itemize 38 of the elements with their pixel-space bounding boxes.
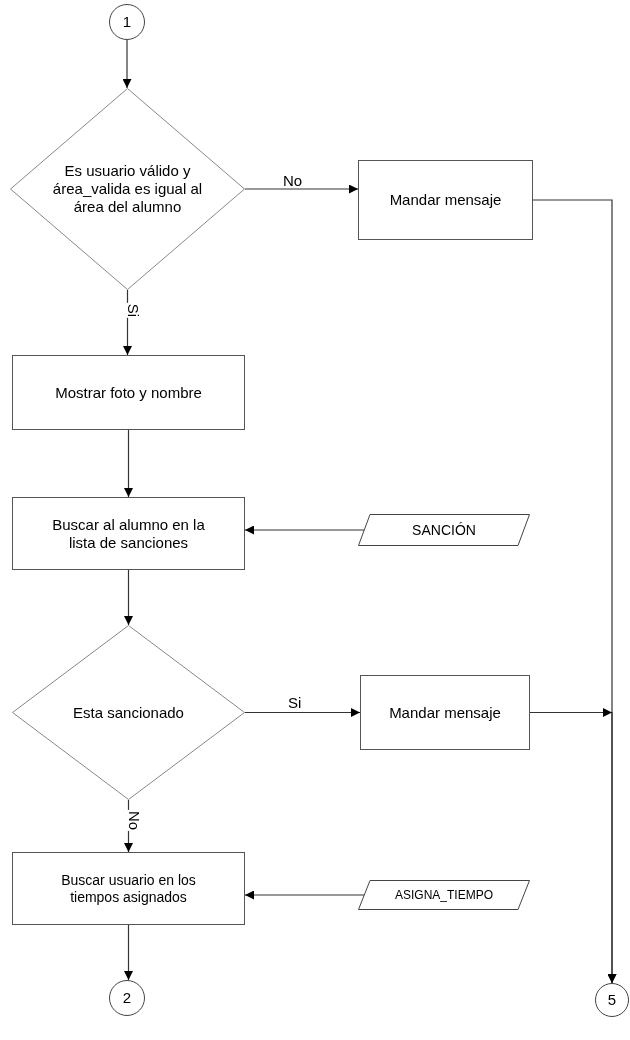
process-box: [12, 852, 245, 925]
node-text: ASIGNA_TIEMPO: [395, 887, 493, 903]
node-text: Mandar mensaje: [389, 703, 501, 722]
edge-label: No: [282, 173, 304, 188]
process-box: [358, 160, 533, 240]
arrow: [124, 569, 133, 626]
arrow: [124, 924, 133, 981]
arrow: [529, 708, 617, 984]
arrow: [244, 184, 359, 194]
node-text: Es usuario válido y área_valida es igual al área del alumno: [51, 162, 204, 216]
arrow: [244, 525, 365, 535]
connector-circle: [109, 4, 145, 40]
data-parallelogram: [358, 514, 530, 546]
node-text: 2: [122, 989, 132, 1007]
node-text: Buscar al alumno en la lista de sanciones: [51, 515, 206, 552]
process-box: [12, 355, 245, 430]
node-text: Buscar usuario en los tiempos asignados: [60, 871, 197, 906]
decision-diamond: [10, 88, 245, 290]
data-parallelogram: [358, 880, 530, 910]
node-text: SANCIÓN: [412, 521, 476, 539]
connector-circle: [109, 980, 145, 1016]
edge-label: Si: [287, 695, 303, 710]
process-box: [360, 675, 530, 750]
arrow: [122, 39, 132, 89]
decision-diamond: [12, 625, 245, 800]
edge-label: Si: [126, 302, 142, 319]
arrow: [124, 429, 133, 498]
node-text: Mostrar foto y nombre: [55, 383, 202, 402]
arrow: [123, 289, 132, 356]
node-text: 1: [122, 13, 132, 31]
node-text: Esta sancionado: [73, 703, 184, 722]
node-text: 5: [607, 991, 617, 1009]
process-box: [12, 497, 245, 570]
connector-circle: [595, 983, 629, 1017]
node-text: Mandar mensaje: [389, 191, 502, 209]
arrow: [244, 708, 361, 717]
arrow: [244, 890, 365, 900]
arrow: [124, 799, 133, 853]
